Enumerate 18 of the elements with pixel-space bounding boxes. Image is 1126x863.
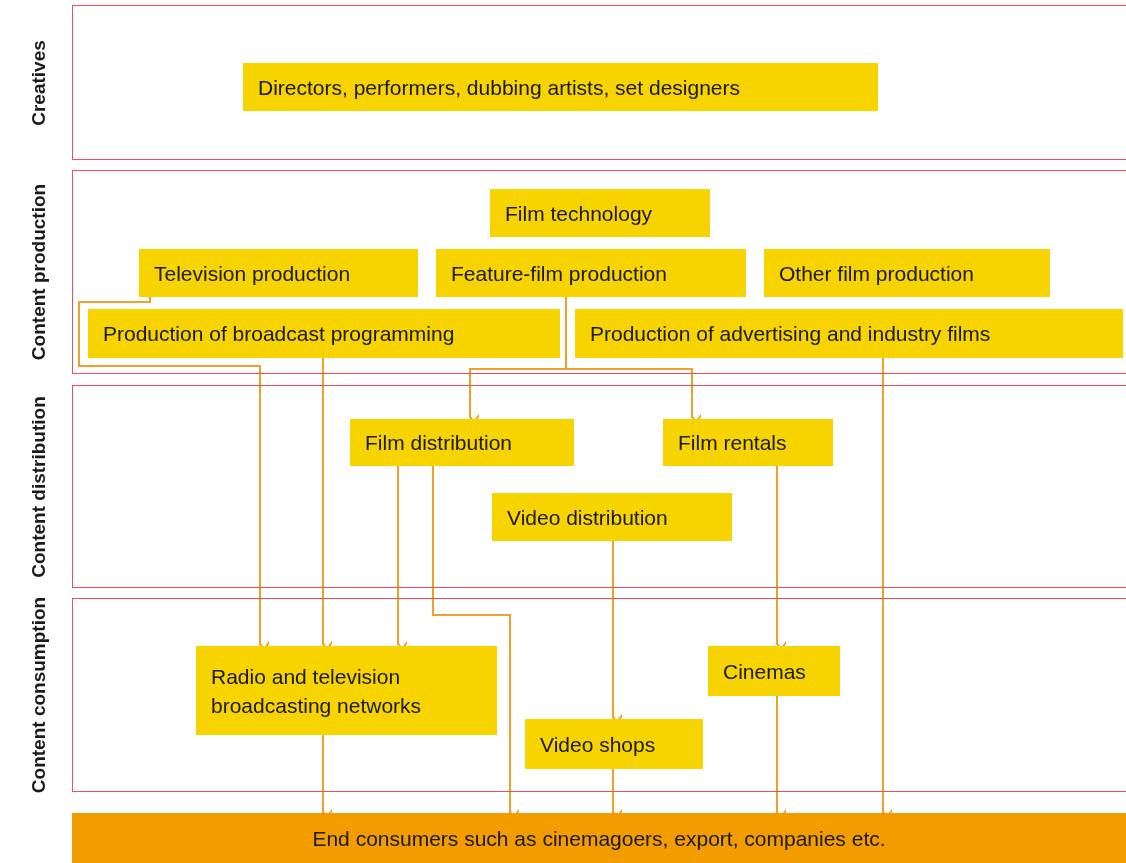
process-box: Production of advertising and industry films <box>575 309 1123 358</box>
band-heading: Creatives <box>28 39 50 126</box>
process-box: Film distribution <box>350 419 574 466</box>
process-box: Directors, performers, dubbing artists, set designers <box>243 63 878 111</box>
process-box: Production of broadcast programming <box>88 309 560 358</box>
process-box: Other film production <box>764 249 1050 297</box>
process-box: Feature-film production <box>436 249 746 297</box>
process-box: Film rentals <box>663 419 833 466</box>
process-box: Video distribution <box>492 493 732 541</box>
process-box: Cinemas <box>708 646 840 696</box>
band-heading: Content consumption <box>28 596 50 794</box>
process-box: Radio and television broadcasting networks <box>196 646 497 735</box>
band-heading: Content production <box>28 183 50 361</box>
process-box: Film technology <box>490 189 710 237</box>
band-heading: Content distribution <box>28 395 50 578</box>
process-box: Video shops <box>525 719 703 769</box>
process-box: Television production <box>139 249 418 297</box>
consumer-bar: End consumers such as cinemagoers, export, companies etc. <box>72 813 1126 863</box>
